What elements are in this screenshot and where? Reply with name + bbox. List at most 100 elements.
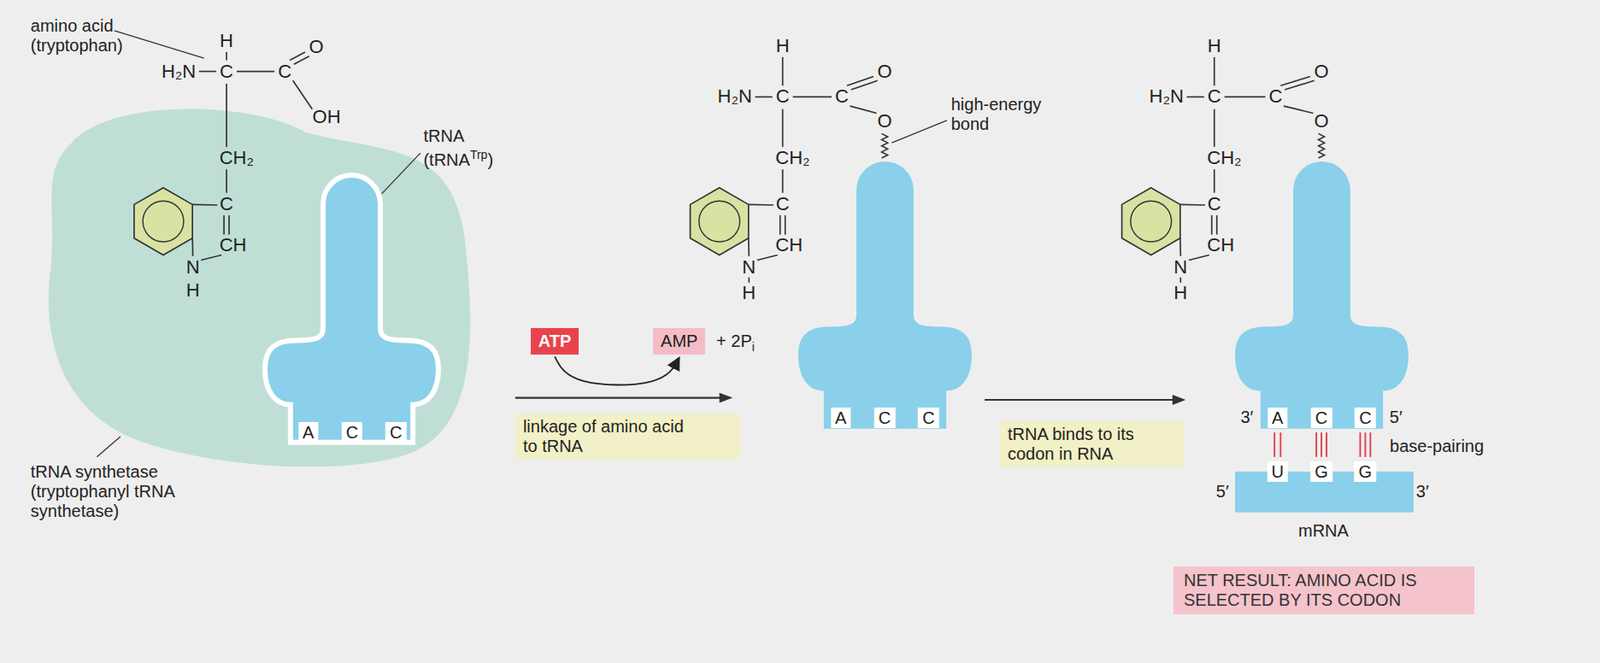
chemical-bond — [782, 169, 784, 193]
chemical-bond — [851, 80, 878, 90]
label-text: ) — [487, 150, 494, 170]
curved-arrow — [554, 356, 680, 385]
atom-label: O — [877, 110, 893, 132]
chemical-bond — [1284, 80, 1315, 90]
atom-label: C — [219, 193, 234, 215]
label-text: (tRNA — [423, 150, 470, 170]
chemical-bond — [782, 109, 784, 148]
nucleotide-letter: C — [874, 407, 895, 429]
chemical-bond — [225, 52, 228, 61]
base-pair-bond — [1320, 432, 1323, 458]
label-text: amino acid (tryptophan) — [30, 16, 147, 56]
chemical-bond — [1179, 277, 1182, 283]
synthetase-blob — [48, 109, 471, 468]
label-text: 3′ — [1240, 407, 1253, 428]
process-arrow — [515, 393, 733, 404]
trna-outline — [1235, 161, 1409, 430]
chemical-bond — [1179, 238, 1182, 257]
chemical-bond — [223, 215, 225, 236]
chemical-bond — [779, 215, 782, 236]
atom-label: CH₂ — [1206, 147, 1242, 169]
chemical-bond — [1213, 57, 1216, 86]
benzene-ring — [1122, 188, 1181, 256]
label-group: + 2Pi — [716, 331, 755, 354]
atom-label: N — [741, 256, 756, 278]
nucleotide-letter: C — [1354, 407, 1376, 429]
base-pair-bond — [1279, 432, 1282, 458]
step-box: tRNA binds to its codon in RNA — [1000, 421, 1184, 468]
chemical-bond — [1216, 215, 1218, 236]
nucleotide-letter: C — [341, 422, 363, 443]
atom-label: H₂N — [1149, 86, 1184, 108]
label-group: (tRNATrp) — [423, 147, 494, 171]
chemical-bond — [200, 254, 222, 260]
nucleotide-letter: C — [385, 422, 406, 443]
nucleotide-letter: C — [1311, 407, 1332, 429]
high-energy-bond — [1317, 133, 1324, 159]
result-box: NET RESULT: AMINO ACID IS SELECTED BY IT… — [1173, 566, 1475, 615]
trna-outline — [798, 161, 972, 430]
atom-label: C — [1268, 86, 1283, 108]
chemical-bond — [236, 70, 275, 73]
chemical-bond — [847, 76, 874, 87]
nucleotide-letter: G — [1310, 461, 1333, 483]
atom-label: N — [1173, 256, 1188, 278]
atom-label: C — [776, 86, 790, 108]
atom-label: O — [877, 60, 893, 83]
atom-label: O — [1314, 60, 1330, 83]
nucleotide-letter: A — [1267, 407, 1288, 429]
atom-label: H — [776, 35, 790, 57]
base-pair-bond — [1315, 432, 1318, 458]
box-text: AMP — [660, 331, 698, 352]
label-text: 5′ — [1216, 482, 1230, 502]
benzene-ring — [690, 188, 749, 256]
leader-line — [96, 436, 120, 458]
label-text: tRNA synthetase (tryptophanyl tRNA synth… — [30, 462, 177, 522]
chemical-bond — [294, 56, 310, 65]
atp-box: ATP — [530, 328, 580, 355]
atom-label: C — [835, 86, 849, 108]
chemical-bond — [1188, 254, 1210, 260]
box-text: NET RESULT: AMINO ACID IS SELECTED BY IT… — [1183, 570, 1441, 611]
chemical-bond — [1186, 96, 1204, 99]
trna-shape: ACC — [264, 175, 439, 443]
base-pair-bond — [1364, 432, 1366, 458]
high-energy-bond — [882, 133, 889, 159]
trna-shape: A CC — [1235, 161, 1409, 430]
trna-shape: ACC — [798, 161, 972, 430]
nucleotide-letter: A — [298, 422, 318, 443]
atom-label: C — [1207, 193, 1222, 215]
step-box: linkage of amino acid to tRNA — [515, 413, 741, 460]
chemical-bond — [1283, 105, 1314, 113]
label-text: + 2P — [716, 331, 753, 351]
atom-label: H — [1173, 282, 1188, 304]
chemical-bond — [192, 204, 218, 206]
chemical-bond — [225, 169, 228, 193]
chemical-bond — [228, 215, 230, 236]
atom-label: C — [776, 193, 790, 215]
leader-line — [891, 120, 947, 143]
chemical-bond — [1280, 76, 1311, 87]
atom-label: CH — [775, 234, 803, 256]
label-text: mRNA — [1298, 520, 1349, 541]
label-text: Trp — [470, 147, 488, 162]
chemical-bond — [1224, 96, 1266, 99]
atom-label: H — [186, 280, 200, 302]
atom-label: C — [277, 60, 292, 83]
label-text: i — [752, 340, 755, 354]
atom-label: CH₂ — [219, 147, 254, 169]
chemical-bond — [225, 83, 228, 148]
base-pair-bond — [1358, 432, 1361, 458]
label-text: base-pairing — [1389, 435, 1484, 456]
box-text: ATP — [538, 331, 572, 352]
nucleotide-letter: C — [917, 407, 939, 429]
atom-label: C — [1207, 86, 1222, 108]
process-arrow — [984, 394, 1186, 406]
chemical-bond — [1211, 215, 1213, 236]
label-text: 3′ — [1416, 482, 1430, 502]
atom-label: CH — [1206, 234, 1235, 256]
chemical-bond — [793, 96, 832, 99]
atom-label: CH₂ — [775, 147, 810, 169]
nucleotide-letter: U — [1266, 461, 1288, 483]
atom-label: O — [309, 35, 324, 58]
